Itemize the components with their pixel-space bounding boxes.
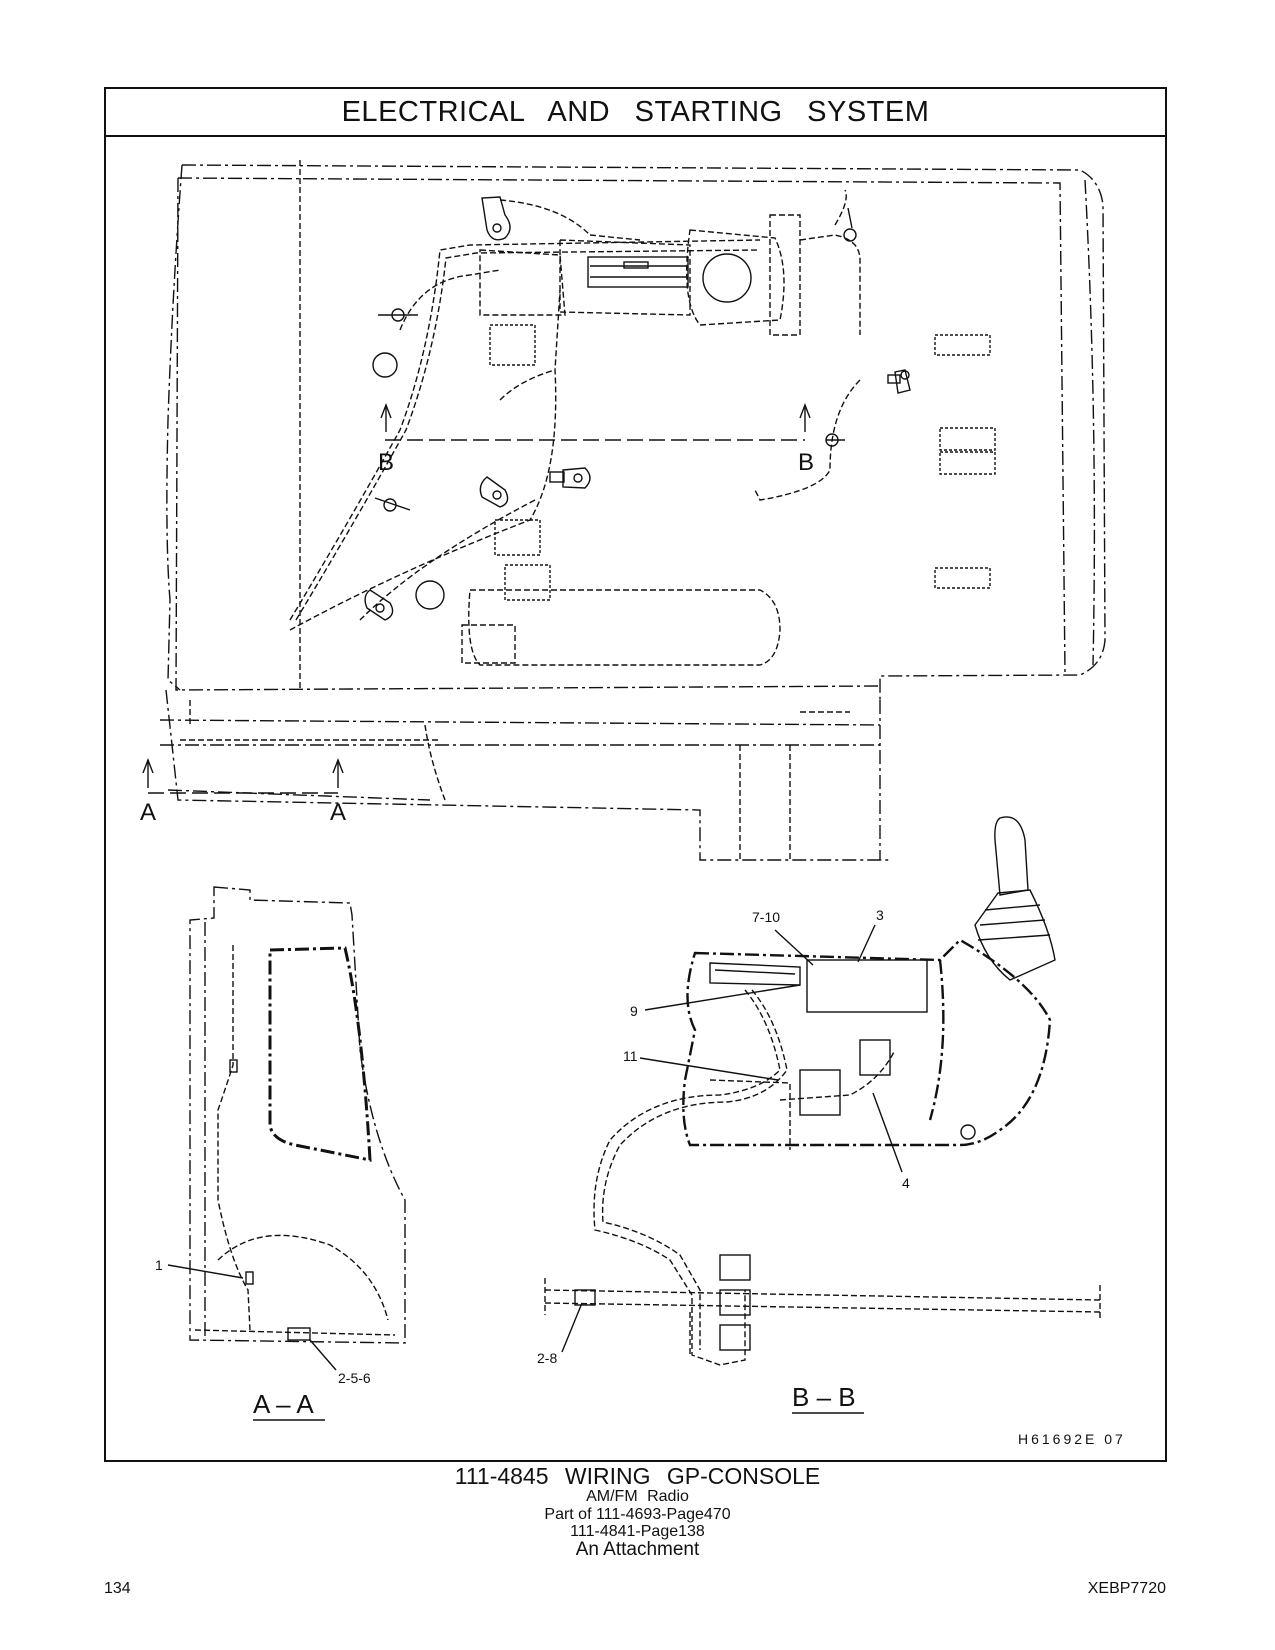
title-bar: ELECTRICAL AND STARTING SYSTEM xyxy=(106,89,1165,137)
callout-7-10: 7-10 xyxy=(752,909,780,925)
plan-view-outline xyxy=(159,164,1106,861)
caption-line-radio: AM/FM Radio xyxy=(586,1488,689,1505)
section-bb-leaders xyxy=(561,924,903,1353)
callout-11: 11 xyxy=(623,1048,638,1064)
plan-view-harness xyxy=(180,160,861,860)
callout-2-8: 2-8 xyxy=(537,1350,557,1366)
section-titles: A – A B – B xyxy=(253,1382,864,1421)
part-title: 111-4845 WIRING GP-CONSOLE xyxy=(454,1463,821,1489)
a-label-left: A xyxy=(140,799,156,826)
callout-4: 4 xyxy=(902,1175,910,1191)
drawing-frame: ELECTRICAL AND STARTING SYSTEM xyxy=(104,87,1167,1462)
illustration-code: H61692E 07 xyxy=(1018,1431,1126,1447)
section-bb-console xyxy=(682,938,1052,1147)
view-labels: B B A A xyxy=(140,449,814,826)
section-aa-parts xyxy=(167,1059,337,1371)
callout-9: 9 xyxy=(630,1003,638,1019)
b-label-left: B xyxy=(378,449,394,476)
b-label-right: B xyxy=(798,449,814,476)
radio-unit xyxy=(587,253,752,303)
caption-line-part-of: Part of 111-4693-Page470 xyxy=(544,1506,731,1523)
caption-line-attachment: An Attachment xyxy=(575,1539,700,1560)
callout-1: 1 xyxy=(155,1257,163,1273)
section-aa-title: A – A xyxy=(253,1389,314,1419)
section-bb-harness xyxy=(544,989,1101,1366)
page-title: ELECTRICAL AND STARTING SYSTEM xyxy=(341,95,930,128)
plan-connectors xyxy=(489,324,996,601)
harness-clips xyxy=(364,196,911,621)
document-code: XEBP7720 xyxy=(1087,1580,1166,1597)
plan-section-lines xyxy=(148,439,805,794)
callout-2-5-6: 2-5-6 xyxy=(338,1370,371,1386)
section-aa-window xyxy=(268,946,372,1162)
caption-line-page: 111-4841-Page138 xyxy=(570,1523,705,1540)
section-aa-outline xyxy=(189,886,406,1344)
callout-numbers: 1 2-5-6 7-10 3 9 11 4 2-8 xyxy=(155,907,910,1386)
section-bb-title: B – B xyxy=(792,1382,856,1412)
wiring-illustration: B B A A A – A B – B 1 2-5-6 7-10 3 9 11 … xyxy=(140,160,1126,1447)
a-label-right: A xyxy=(330,799,346,826)
section-aa-harness xyxy=(194,945,396,1336)
callout-3: 3 xyxy=(876,907,884,923)
section-bb-joystick xyxy=(974,816,1056,981)
page-number: 134 xyxy=(104,1580,131,1597)
section-arrows xyxy=(142,403,811,788)
